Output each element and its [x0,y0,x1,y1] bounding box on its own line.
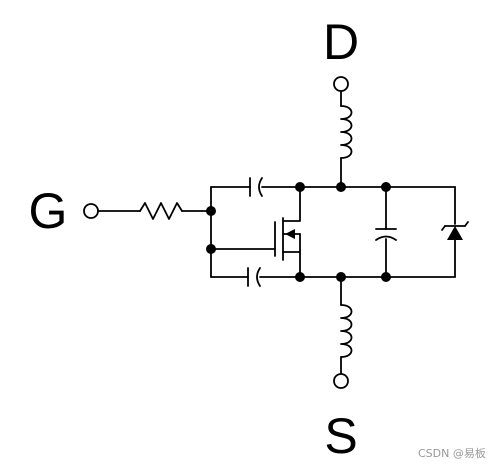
network-wires [210,186,456,278]
mosfet-symbol [274,186,301,278]
body-diode [441,221,469,240]
drain-terminal [333,76,349,92]
cgd-plate-right [258,177,263,197]
watermark-text: CSDN @易板 [418,446,486,460]
diode-bar-hook-right [464,221,469,227]
gate-branch [83,202,212,220]
gate-source-capacitor [247,267,261,287]
source-inductor [340,304,353,358]
source-label: S [324,408,357,464]
gate-label: G [29,183,68,239]
drain-branch [333,76,353,188]
gate-resistor [139,202,183,220]
source-branch [333,276,353,389]
mosfet-drain-stub [282,186,301,222]
drain-label: D [323,14,359,70]
mosfet-arrow-icon [285,229,295,239]
gate-drain-capacitor [249,177,263,197]
drain-source-capacitor [375,228,397,241]
junction-bottom-mosfet [295,272,305,282]
drain-inductor [340,105,353,159]
gate-terminal [83,203,99,219]
cgs-plate-right [256,267,261,287]
junction-gate-lower [206,244,216,254]
diode-triangle [447,226,463,240]
junction-dots [206,182,391,282]
junction-bottom-cds [381,272,391,282]
junction-top-mosfet [295,182,305,192]
junction-top-cds [381,182,391,192]
junction-top-drain [336,182,346,192]
diode-bar-hook-left [441,225,446,231]
junction-gate [206,206,216,216]
cds-plate-bottom [375,235,397,241]
source-terminal [333,373,349,389]
junction-bottom-source [336,272,346,282]
